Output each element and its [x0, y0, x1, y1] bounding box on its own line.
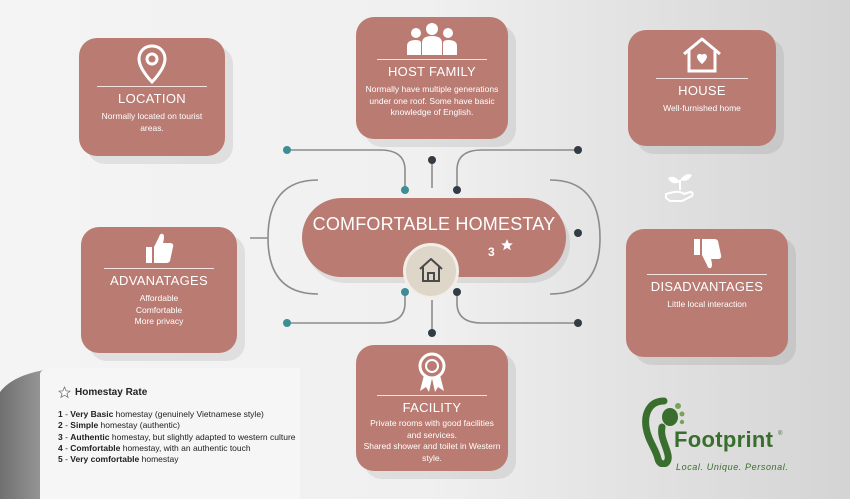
home-circle: [403, 243, 459, 299]
footprint-logo: Footprint ® Local. Unique. Personal.: [640, 397, 788, 472]
location-desc: Normally located on tourist areas.: [101, 111, 203, 133]
legend-row: 3 - Authentic homestay, but slightly ada…: [58, 431, 296, 442]
legend-row: 5 - Very comfortable homestay: [58, 454, 179, 465]
advantages-item: Comfortable: [135, 304, 183, 315]
legend-heading-text: Homestay Rate: [75, 387, 148, 398]
homestay-rate-legend: Homestay Rate 1 - Very Basic homestay (g…: [58, 386, 296, 465]
disadvantages-desc: Little local interaction: [667, 299, 747, 309]
star-icon: [58, 386, 71, 399]
star-icon: [501, 239, 513, 251]
card-advantages: ADVANATAGES Affordable Comfortable More …: [81, 227, 237, 353]
center-rate: 3: [488, 245, 495, 259]
legend-row: 1 - Very Basic homestay (genuinely Vietn…: [58, 409, 264, 419]
advantages-title: ADVANATAGES: [110, 273, 208, 288]
house-heart-icon: [683, 37, 721, 73]
logo-registered: ®: [778, 431, 783, 437]
advantages-item: More privacy: [134, 316, 184, 326]
home-icon: [419, 258, 443, 282]
card-facility: FACILITY Private rooms with good facilit…: [356, 345, 508, 471]
facility-item: Private rooms with good facilities and s…: [370, 418, 494, 440]
award-ribbon-icon: [418, 352, 446, 392]
location-pin-icon: [137, 44, 167, 84]
advantages-item: Affordable: [139, 293, 179, 303]
location-title: LOCATION: [118, 91, 186, 106]
host-family-title: HOST FAMILY: [387, 64, 477, 79]
center-title: COMFORTABLE HOMESTAY: [312, 214, 556, 234]
family-icon: [407, 23, 457, 55]
logo-name: Footprint: [674, 427, 774, 452]
card-location: LOCATION Normally located on tourist are…: [79, 38, 225, 156]
house-title: HOUSE: [678, 83, 726, 98]
legend-row: 4 - Comfortable homestay, with an authen…: [58, 442, 251, 453]
card-disadvantages: DISADVANTAGES Little local interaction: [626, 229, 788, 357]
legend-row: 2 - Simple homestay (authentic): [58, 420, 180, 431]
logo-tagline: Local. Unique. Personal.: [676, 462, 789, 472]
facility-title: FACILITY: [402, 400, 462, 415]
card-house: HOUSE Well-furnished home: [628, 30, 776, 146]
thumbs-down-icon: [694, 239, 722, 269]
facility-item: Shared shower and toilet in Western styl…: [363, 441, 501, 463]
advantages-list: Affordable Comfortable More privacy: [94, 293, 224, 328]
thumbs-up-icon: [146, 233, 174, 263]
house-desc: Well-furnished home: [663, 103, 741, 113]
legend-heading: Homestay Rate: [58, 386, 296, 399]
plant-hand-icon: [665, 174, 694, 202]
disadvantages-title: DISADVANTAGES: [650, 279, 764, 294]
facility-list: Private rooms with good facilities and s…: [362, 418, 502, 464]
footprint-logo-icon: [642, 397, 685, 468]
card-host-family: HOST FAMILY Normally have multiple gener…: [356, 17, 508, 139]
host-family-desc: Normally have multiple generations under…: [365, 84, 499, 117]
